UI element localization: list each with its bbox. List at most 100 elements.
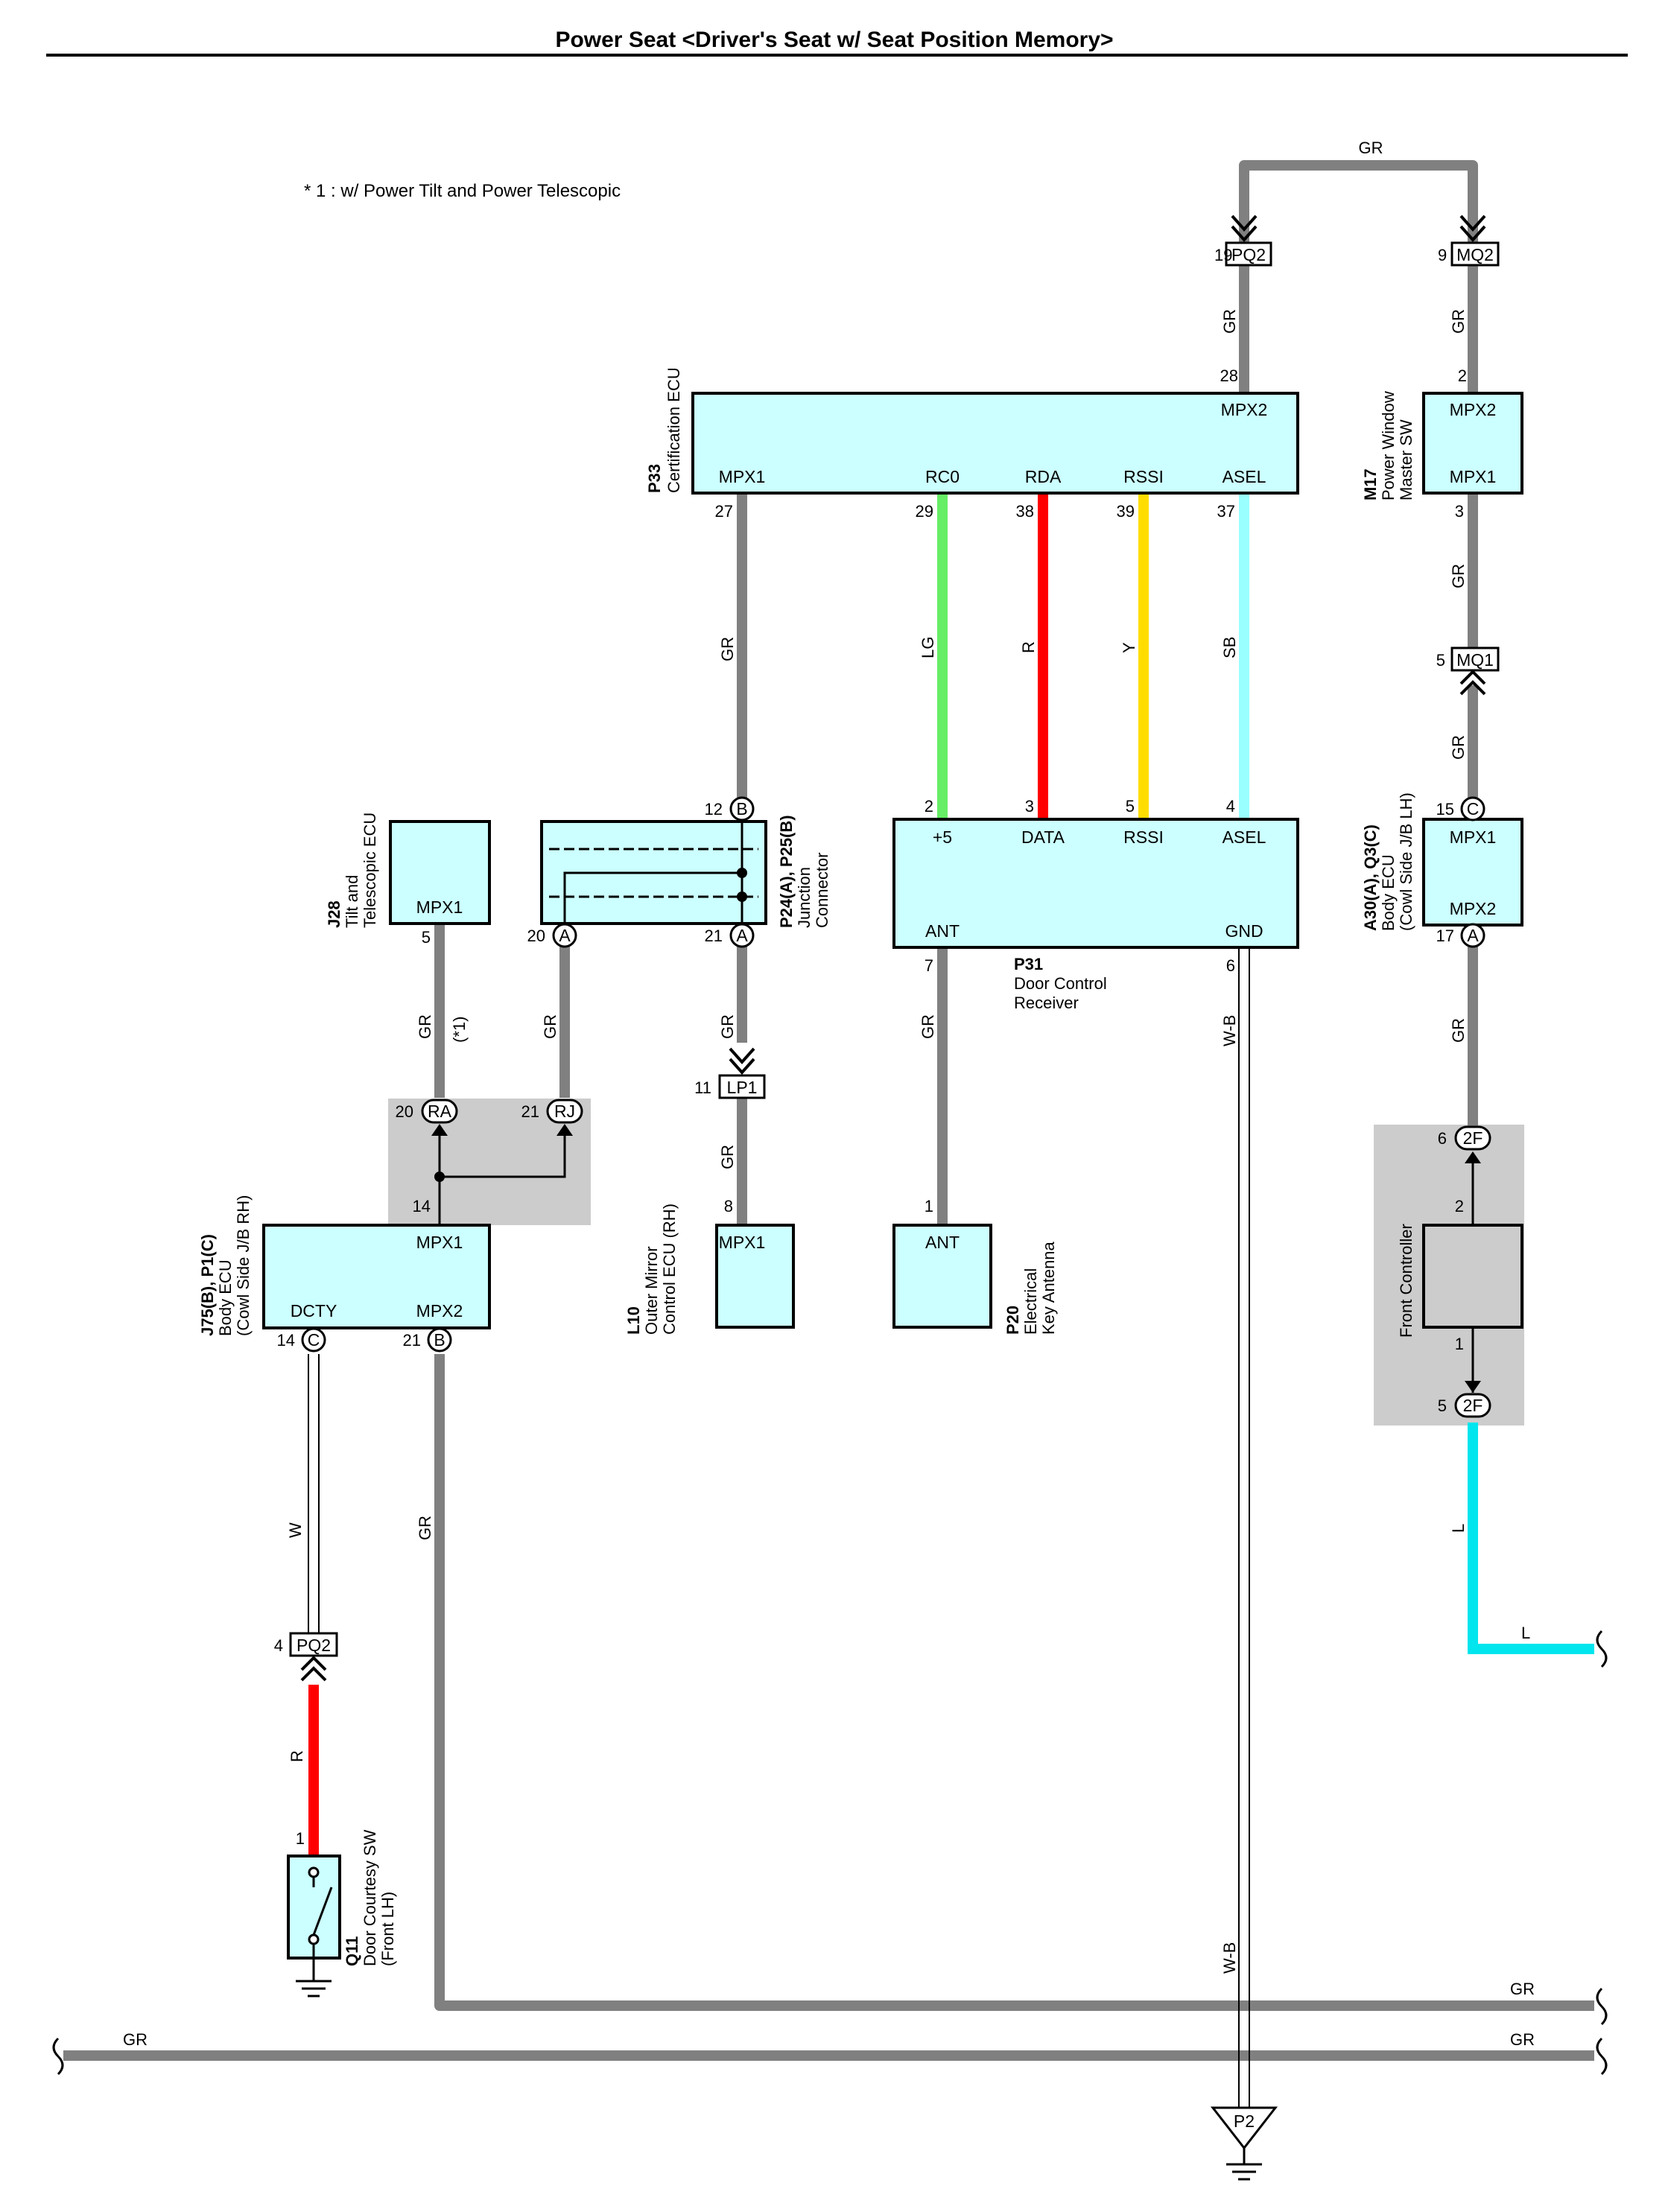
j28-name1: Tilt and <box>343 875 361 928</box>
p20-ref: P20 <box>1003 1306 1022 1335</box>
mq1-chevron <box>1459 670 1486 696</box>
p33-port-rc0: RC0 <box>925 467 960 486</box>
2f-bottom-arrow <box>1465 1381 1481 1393</box>
p33-name: Certification ECU <box>665 367 683 493</box>
j75-port-mpx2: MPX2 <box>416 1301 463 1320</box>
p24-name1: Junction <box>795 867 814 928</box>
p33-ref: P33 <box>645 464 664 493</box>
pq2-bottom-connector <box>289 1632 338 1657</box>
wire-label-gr-mq2: GR <box>1449 309 1468 334</box>
pin-5-j28: 5 <box>422 928 431 947</box>
pin-27: 27 <box>715 502 733 521</box>
wire-label-wb-top: W-B <box>1220 1015 1239 1046</box>
j75-pin-c <box>301 1327 326 1353</box>
splice-dot-ra <box>434 1172 445 1182</box>
wire-label-gr-p33: GR <box>718 637 737 661</box>
rj-arrow <box>556 1124 573 1136</box>
lp1-chevron <box>729 1047 755 1075</box>
m17-power-window-master-sw <box>1422 392 1523 495</box>
wire-label-gr-mq1: GR <box>1449 735 1468 760</box>
mq1-label: MQ1 <box>1456 650 1494 670</box>
m17-port-mpx2: MPX2 <box>1450 400 1497 419</box>
p24-pin-a-left-label: A <box>559 926 571 945</box>
wire-label-gr-lower-bus-right: GR <box>1510 2030 1535 2049</box>
pq2-bottom-chevron <box>300 1656 327 1682</box>
pin-4-pq2: 4 <box>274 1636 283 1655</box>
l10-name1: Outer Mirror <box>642 1246 661 1335</box>
a30-pin-c <box>1460 796 1485 821</box>
wire-label-gr-lp1-bottom: GR <box>718 1145 737 1169</box>
p31-port-rssi: RSSI <box>1123 827 1164 847</box>
pin-37: 37 <box>1217 502 1235 521</box>
wire-label-l-horizontal: L <box>1521 1624 1530 1642</box>
p24-pin-a-right-label: A <box>736 926 748 945</box>
j28-ref: J28 <box>325 900 343 928</box>
l10-ref: L10 <box>624 1306 643 1335</box>
j28-name2: Telescopic ECU <box>361 813 379 928</box>
l10-outer-mirror-ecu <box>715 1224 795 1329</box>
p33-port-mpx2: MPX2 <box>1221 400 1268 419</box>
pin-6: 6 <box>1226 956 1235 975</box>
pin-2-m17: 2 <box>1458 366 1467 385</box>
m17-ref: M17 <box>1361 468 1380 500</box>
p24-ref: P24(A), P25(B) <box>777 815 796 928</box>
pin-38: 38 <box>1016 502 1034 521</box>
pin-28: 28 <box>1220 366 1238 385</box>
q11-contact-top <box>308 1866 320 1878</box>
wire-label-wb-bottom: W-B <box>1220 1942 1239 1974</box>
j75-pin-b-label: B <box>434 1330 445 1350</box>
j28-port-mpx1: MPX1 <box>416 897 463 917</box>
p31-port-asel: ASEL <box>1223 827 1266 847</box>
p33-port-rssi: RSSI <box>1123 467 1164 486</box>
p24-pin-b-label: B <box>736 799 747 819</box>
pin-8: 8 <box>724 1197 733 1215</box>
pin-20-ra: 20 <box>396 1102 413 1121</box>
pq2-top-chevron <box>1231 214 1258 243</box>
wire-label-gr-a30: GR <box>1449 1018 1468 1043</box>
j75-name1: Body ECU <box>216 1259 235 1336</box>
a30-port-mpx1: MPX1 <box>1450 827 1497 847</box>
j75-port-mpx1: MPX1 <box>416 1233 463 1252</box>
pin-5-p31: 5 <box>1126 797 1135 816</box>
m17-name2: Master SW <box>1397 419 1415 500</box>
pin-17: 17 <box>1436 927 1454 945</box>
a30-ref: A30(A), Q3(C) <box>1361 824 1380 931</box>
ra-label: RA <box>428 1102 452 1121</box>
p31-port-data: DATA <box>1021 827 1065 847</box>
gr-lower-break-mark-left <box>52 2037 64 2076</box>
p31-port-ant: ANT <box>925 921 960 941</box>
rj-connector <box>546 1099 583 1124</box>
wire-label-gr-pq2: GR <box>1220 309 1239 334</box>
pin-3-p31: 3 <box>1025 797 1034 816</box>
pin-15: 15 <box>1436 800 1454 819</box>
p20-name2: Key Antenna <box>1039 1241 1058 1335</box>
wire-label-gr-rj: GR <box>541 1014 559 1039</box>
p24-splice-top <box>737 868 747 878</box>
pin-7: 7 <box>925 956 933 975</box>
pq2-bottom-label: PQ2 <box>297 1636 331 1655</box>
mq2-chevron <box>1459 214 1486 243</box>
2f-top-connector <box>1454 1125 1491 1151</box>
l10-name2: Control ECU (RH) <box>660 1204 679 1335</box>
pin-9: 9 <box>1438 246 1447 264</box>
q11-ref: Q11 <box>343 1936 361 1966</box>
pin-29: 29 <box>916 502 933 521</box>
m17-name1: Power Window <box>1379 391 1398 500</box>
a30-pin-a <box>1460 923 1485 948</box>
wire-label-lg: LG <box>919 637 937 658</box>
q11-name1: Door Courtesy SW <box>361 1829 379 1966</box>
pin-11: 11 <box>694 1078 711 1097</box>
q11-contact-bottom <box>308 1933 320 1945</box>
j75-name2: (Cowl Side J/B RH) <box>234 1195 253 1336</box>
lp1-connector <box>718 1074 766 1099</box>
pin-14-j75: 14 <box>413 1197 431 1215</box>
pq2-top-connector <box>1225 241 1272 267</box>
wire-label-gr-lp1-top: GR <box>718 1014 737 1039</box>
p33-port-asel: ASEL <box>1223 467 1266 486</box>
wire-label-w: W <box>286 1522 305 1538</box>
pin-1-p20: 1 <box>925 1197 933 1215</box>
pin-6-2f: 6 <box>1438 1129 1447 1148</box>
pin-19: 19 <box>1214 246 1232 264</box>
p31-name2: Receiver <box>1014 994 1079 1012</box>
wire-label-y: Y <box>1120 642 1138 653</box>
